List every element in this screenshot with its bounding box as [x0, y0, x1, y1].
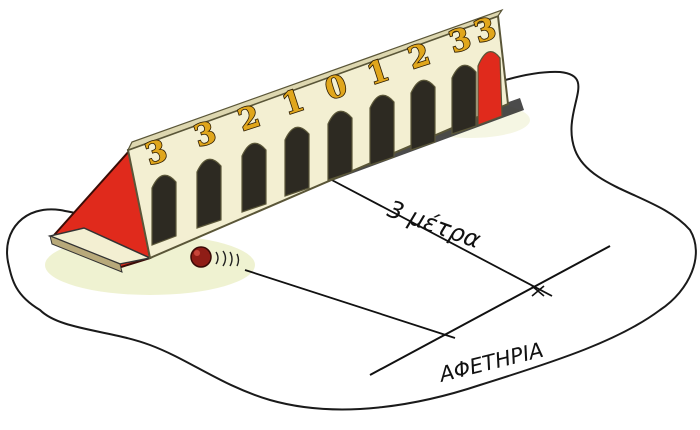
- arch-opening: [452, 65, 476, 134]
- arch-opening: [197, 159, 221, 228]
- arch-opening: [370, 95, 394, 165]
- ball-highlight: [194, 250, 200, 256]
- arch-opening: [411, 80, 435, 150]
- arch-opening: [328, 111, 352, 180]
- arch-opening-red: [478, 52, 502, 125]
- arch-opening: [285, 127, 309, 196]
- ball: [191, 247, 211, 267]
- arch-opening: [152, 175, 176, 245]
- arch-opening: [242, 143, 266, 212]
